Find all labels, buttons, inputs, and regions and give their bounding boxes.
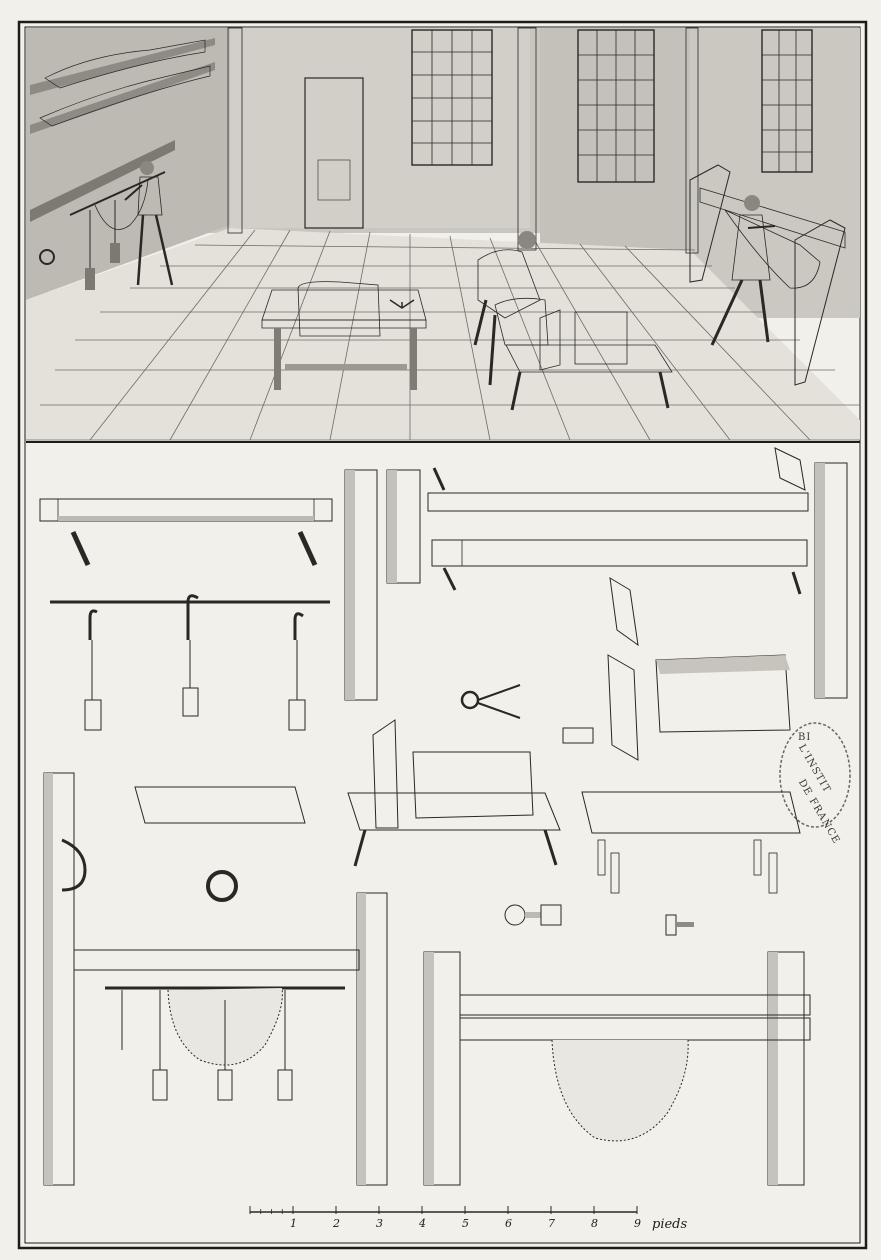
scale-tick-label: 1 (290, 1217, 297, 1230)
flat-board (134, 786, 306, 824)
scale-ticks: 1 2 3 4 5 6 7 8 9 (260, 1206, 641, 1230)
worker-scraping (710, 195, 776, 346)
compass-tool (460, 684, 521, 719)
scale-tick-label: 6 (505, 1217, 512, 1230)
window-left (411, 29, 493, 166)
scale-tick-label: 5 (462, 1217, 469, 1230)
long-rails (427, 447, 809, 595)
window-middle (577, 29, 655, 183)
scale-unit-label: pieds (652, 1217, 687, 1232)
scale-tick-label: 8 (591, 1217, 598, 1230)
rod-with-weights (50, 594, 330, 731)
worker-at-wall (124, 161, 174, 286)
scale-tick-label: 7 (548, 1217, 555, 1230)
table-top-and-legs (581, 791, 801, 894)
tiled-floor (26, 228, 860, 440)
beam-with-pegs (39, 498, 333, 567)
right-stretching-frame (423, 951, 811, 1186)
scale-tick-label: 3 (376, 1217, 383, 1230)
upright-posts (344, 462, 848, 701)
wall-stretching-rail (39, 171, 166, 290)
window-right (761, 29, 813, 173)
pressing-bench (505, 309, 673, 411)
left-stretching-frame (43, 772, 388, 1186)
bench-with-block (347, 719, 561, 867)
tool-details: BI L'INSTIT DE FRANCE (39, 447, 851, 1186)
scale-tick-label: 4 (418, 1217, 426, 1230)
small-blocks (562, 577, 791, 761)
stamp-line-1: BI (798, 732, 811, 743)
mallet-pieces (504, 904, 694, 936)
plate-inner-border (24, 26, 861, 1244)
worker-pressing (473, 231, 549, 386)
wall-shelves (30, 38, 215, 222)
work-table (261, 281, 427, 390)
doorway (304, 77, 364, 229)
scale-tick-label: 9 (634, 1217, 641, 1230)
rosette-fitting (206, 870, 238, 902)
scale-tick-label: 2 (332, 1217, 340, 1230)
workshop-scene (26, 27, 860, 441)
scale-bar: 1 2 3 4 5 6 7 8 9 pieds (249, 1206, 687, 1232)
stretching-frame-scene (689, 164, 846, 386)
floor-tiles (26, 229, 860, 441)
